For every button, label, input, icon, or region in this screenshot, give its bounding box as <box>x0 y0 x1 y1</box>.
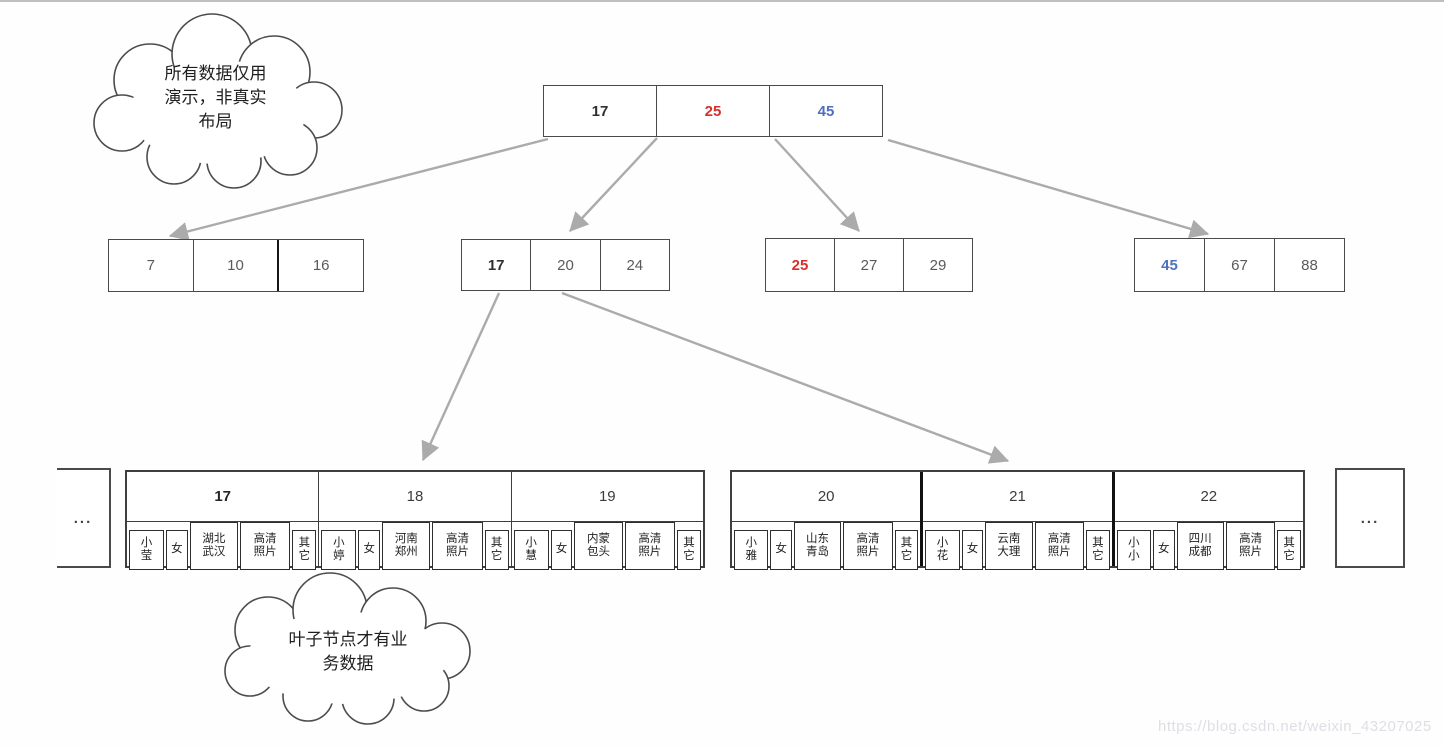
record-photo: 高清 照片 <box>1225 522 1276 570</box>
leaf-key-17: 17 <box>214 488 231 505</box>
leaf-record-row: 小 花 女 云南 大理 高清 照片 其 它 <box>923 522 1111 572</box>
leaf-record-row: 小 小 女 四川 成都 高清 照片 其 它 <box>1115 522 1303 572</box>
leaf-key-19: 19 <box>598 488 616 505</box>
top-cloud-note: 所有数据仅用 演示，非真实 布局 <box>164 64 267 131</box>
record-photo: 高清 照片 <box>624 522 675 570</box>
record-other: 其 它 <box>1086 530 1110 570</box>
node3-key-25: 25 <box>791 256 809 274</box>
leaf-section-19: 19 小 慧 女 内蒙 包头 高清 照片 其 它 <box>510 472 703 570</box>
record-gender: 女 <box>770 530 792 570</box>
edge-root-to-node4-arrow <box>887 138 1210 239</box>
leaf-section-22: 22 小 小 女 四川 成都 高清 照片 其 它 <box>1111 472 1303 570</box>
leaf-key-21: 21 <box>1009 488 1026 505</box>
record-gender: 女 <box>961 530 984 570</box>
record-gender: 女 <box>165 530 188 570</box>
record-gender: 女 <box>550 530 573 570</box>
record-name: 小 小 <box>1116 530 1152 570</box>
record-location: 湖北 武汉 <box>189 522 238 570</box>
record-other: 其 它 <box>484 530 509 570</box>
leaf-record-row: 小 莹 女 湖北 武汉 高清 照片 其 它 <box>127 522 318 572</box>
leaf-section-20: 20 小 雅 女 山东 青岛 高清 照片 其 它 <box>732 472 921 570</box>
internal-node-1: 7 10 16 <box>108 239 364 292</box>
leaf-key-header: 19 <box>511 472 703 522</box>
node1-key-7: 7 <box>146 257 155 274</box>
leaf-section-21: 21 小 花 女 云南 大理 高清 照片 其 它 <box>920 472 1112 570</box>
node3-key-27: 27 <box>834 239 903 291</box>
edge-root-to-node1-arrow <box>168 137 549 241</box>
record-name: 小 花 <box>925 530 960 570</box>
record-photo: 高清 照片 <box>843 522 893 570</box>
root-node: 17 25 45 <box>543 85 883 137</box>
node3-key-29: 29 <box>903 239 972 291</box>
leaf-key-22: 22 <box>1200 488 1218 505</box>
record-name: 小 慧 <box>513 530 549 570</box>
root-key-25: 25 <box>656 86 769 136</box>
root-key-45: 45 <box>769 86 882 136</box>
leaf-key-20: 20 <box>817 488 835 505</box>
node4-key-67: 67 <box>1204 239 1274 291</box>
record-photo: 高清 照片 <box>239 522 291 570</box>
tree-edge-arrows <box>168 137 1210 464</box>
leaf-section-18: 18 小 婷 女 河南 郑州 高清 照片 其 它 <box>318 472 511 570</box>
leaf-key-header: 22 <box>1114 472 1303 522</box>
record-gender: 女 <box>1153 530 1175 570</box>
top-cloud-shape <box>93 13 343 189</box>
record-location: 山东 青岛 <box>793 522 842 570</box>
node1-key-10: 10 <box>192 240 278 291</box>
node2-key-24: 24 <box>599 240 669 290</box>
leaf-block-2: 20 小 雅 女 山东 青岛 高清 照片 其 它 21 小 花 女 云南 大理 … <box>730 470 1305 570</box>
leaf-ellipsis-left: ... <box>57 468 111 568</box>
record-location: 河南 郑州 <box>382 522 431 570</box>
screen-edge-line <box>0 0 1444 2</box>
node4-key-45: 45 <box>1161 256 1178 274</box>
leaf-block-1: 17 小 莹 女 湖北 武汉 高清 照片 其 它 18 小 婷 女 河南 郑州 … <box>125 470 705 570</box>
record-other: 其 它 <box>1277 530 1301 570</box>
leaf-ellipsis-right: ... <box>1335 468 1405 568</box>
record-other: 其 它 <box>677 530 701 570</box>
leaf-record-row: 小 雅 女 山东 青岛 高清 照片 其 它 <box>732 522 920 572</box>
record-gender: 女 <box>358 530 381 570</box>
internal-node-4: 45 67 88 <box>1134 238 1345 292</box>
leaf-key-header: 21 <box>923 472 1112 522</box>
record-other: 其 它 <box>894 530 919 570</box>
record-photo: 高清 照片 <box>432 522 483 570</box>
node2-key-20: 20 <box>530 240 599 290</box>
leaf-record-row: 小 慧 女 内蒙 包头 高清 照片 其 它 <box>512 522 703 572</box>
record-name: 小 雅 <box>734 530 769 570</box>
edge-root-to-node3-arrow <box>774 138 860 232</box>
bottom-cloud-shape <box>224 572 471 725</box>
bottom-cloud-note: 叶子节点才有业 务数据 <box>288 630 408 673</box>
node4-key-88: 88 <box>1274 239 1344 291</box>
node1-key-16: 16 <box>277 240 363 291</box>
internal-node-2: 17 20 24 <box>461 239 670 291</box>
record-other: 其 它 <box>292 530 317 570</box>
leaf-key-header: 17 <box>127 472 319 522</box>
node2-key-17: 17 <box>487 256 505 274</box>
edge-node2-to-leafblock2-arrow <box>561 291 1010 464</box>
edge-root-to-node2-arrow <box>569 137 658 232</box>
leaf-key-18: 18 <box>406 488 424 505</box>
leaf-key-header: 18 <box>319 472 511 522</box>
record-name: 小 莹 <box>129 530 164 570</box>
record-photo: 高清 照片 <box>1034 522 1085 570</box>
internal-node-3: 25 27 29 <box>765 238 973 292</box>
leaf-record-row: 小 婷 女 河南 郑州 高清 照片 其 它 <box>319 522 510 572</box>
leaf-key-header: 20 <box>732 472 921 522</box>
record-location: 云南 大理 <box>985 522 1033 570</box>
edge-node2-to-leafblock1-arrow <box>421 292 501 462</box>
record-name: 小 婷 <box>321 530 357 570</box>
watermark-url: https://blog.csdn.net/weixin_43207025 <box>1158 718 1432 735</box>
record-location: 内蒙 包头 <box>574 522 623 570</box>
record-location: 四川 成都 <box>1176 522 1224 570</box>
root-key-17: 17 <box>591 102 609 120</box>
leaf-section-17: 17 小 莹 女 湖北 武汉 高清 照片 其 它 <box>127 472 319 570</box>
